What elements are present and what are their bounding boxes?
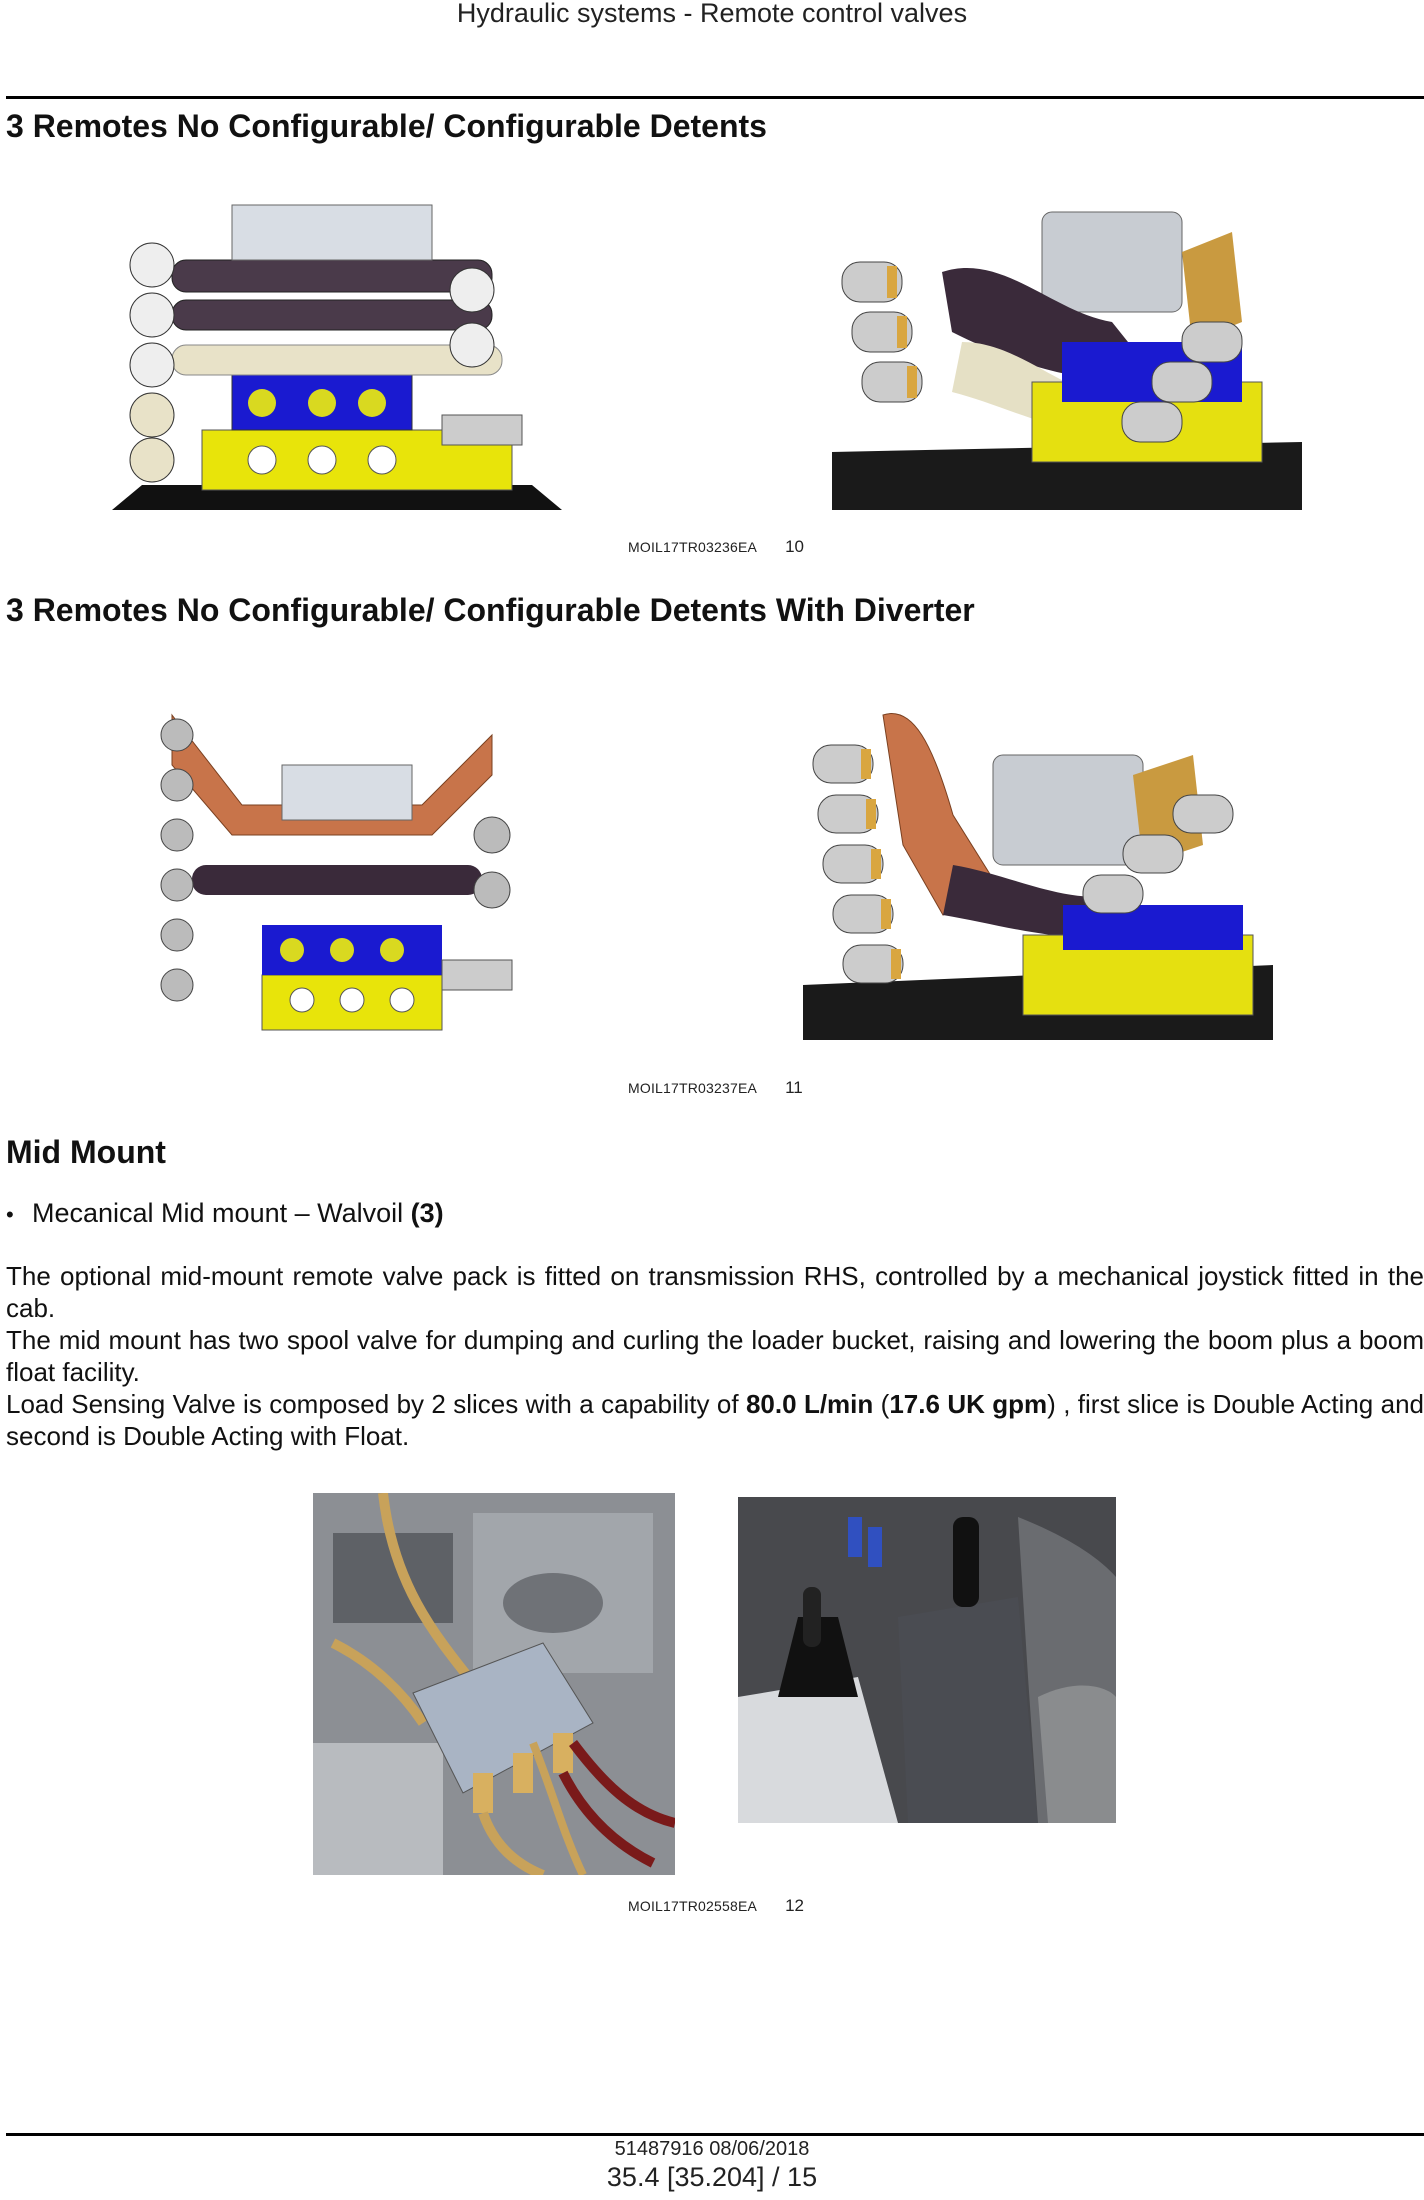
figure-caption-11: MOIL17TR03237EA 11 (628, 1078, 803, 1098)
flow-rate-gpm: 17.6 UK gpm (889, 1389, 1048, 1419)
section-title-3-remotes: 3 Remotes No Configurable/ Configurable … (6, 108, 767, 144)
valve-front-view-illustration (112, 185, 562, 510)
cab-joystick-illustration (738, 1497, 1116, 1823)
header-rule (6, 96, 1424, 99)
mid-mount-valve-illustration (313, 1493, 675, 1875)
footer-rule (6, 2133, 1424, 2136)
cab-joystick-image (738, 1497, 1116, 1823)
diverter-iso-view-image (803, 695, 1273, 1040)
figure-number: 11 (785, 1078, 803, 1097)
flow-rate-lpm: 80.0 L/min (745, 1389, 874, 1419)
figure-code: MOIL17TR02558EA (628, 1898, 758, 1914)
paragraph-3-text: ( (873, 1389, 890, 1419)
diverter-iso-view-illustration (803, 695, 1273, 1040)
paragraph-2: The mid mount has two spool valve for du… (6, 1325, 1424, 1387)
paragraph-1: The optional mid-mount remote valve pack… (6, 1261, 1424, 1323)
paragraph-3: Load Sensing Valve is composed by 2 slic… (6, 1388, 1424, 1452)
mid-mount-valve-image (313, 1493, 675, 1875)
diverter-front-view-illustration (152, 695, 530, 1035)
footer-doc-ref: 51487916 08/06/2018 (614, 2138, 810, 2160)
figure-number: 10 (785, 537, 804, 556)
bullet-marker: • (6, 1201, 14, 1227)
section-title-3-remotes-diverter: 3 Remotes No Configurable/ Configurable … (6, 592, 975, 628)
paragraph-3-text: Load Sensing Valve is composed by 2 slic… (6, 1389, 746, 1419)
bullet-text: Mecanical Mid mount – Walvoil (32, 1198, 411, 1228)
mid-mount-description: The optional mid-mount remote valve pack… (6, 1260, 1424, 1452)
valve-iso-view-illustration (832, 192, 1302, 510)
valve-iso-view-image (832, 192, 1302, 510)
figure-number: 12 (785, 1896, 804, 1915)
diverter-front-view-image (152, 695, 530, 1035)
figure-caption-10: MOIL17TR03236EA 10 (628, 537, 804, 557)
figure-caption-12: MOIL17TR02558EA 12 (628, 1896, 804, 1916)
running-header: Hydraulic systems - Remote control valve… (456, 0, 968, 28)
figure-code: MOIL17TR03237EA (628, 1080, 758, 1096)
bullet-item-mid-mount: • Mecanical Mid mount – Walvoil (3) (6, 1198, 444, 1229)
valve-front-view-image (112, 185, 562, 510)
footer-page-number: 35.4 [35.204] / 15 (606, 2162, 818, 2192)
figure-code: MOIL17TR03236EA (628, 539, 758, 555)
section-title-mid-mount: Mid Mount (6, 1134, 166, 1170)
bullet-ref: (3) (410, 1198, 444, 1228)
paragraph-3-text: ) , first slice is Double Acting and sec… (6, 1389, 1424, 1451)
